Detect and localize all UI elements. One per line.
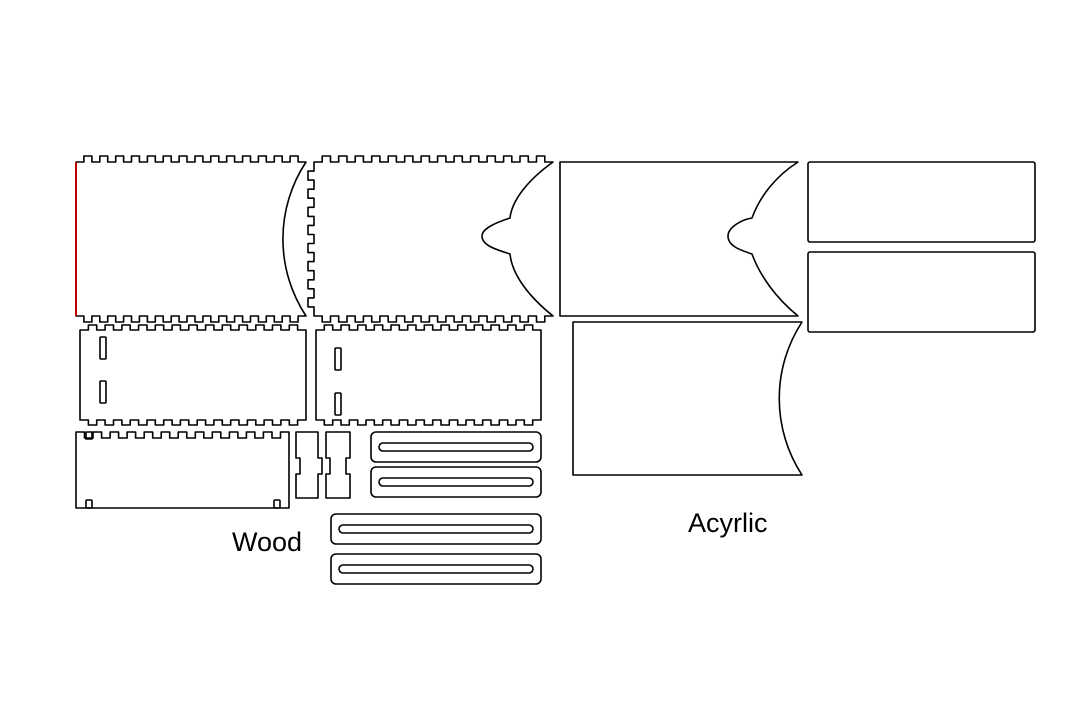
wood-base-panel-right [315, 324, 542, 426]
wood-parts [75, 155, 554, 585]
panel-slot [85, 431, 93, 440]
wood-side-panel-left [75, 155, 307, 323]
wood-clip-2 [325, 431, 351, 499]
wood-label: Wood [232, 527, 302, 557]
wood-slot-rails [330, 431, 542, 585]
wood-base-panel-left [79, 324, 307, 426]
acrylic-rect-top [807, 161, 1036, 243]
rail-slot [338, 564, 534, 574]
rail-slot [378, 442, 534, 452]
panel-slot [273, 499, 281, 509]
rail-outline [370, 466, 542, 498]
rail-outline [330, 553, 542, 585]
acrylic-label: Acyrlic [688, 508, 768, 538]
rail-outline [330, 513, 542, 545]
panel-slot [334, 392, 342, 416]
wood-panel-slots [85, 336, 342, 509]
panel-slot [99, 336, 107, 360]
acrylic-parts [559, 161, 1036, 476]
wood-bottom-panel [75, 431, 290, 509]
wood-clip-1 [295, 431, 323, 499]
wood-side-panel-right [307, 155, 554, 323]
acrylic-rect-bottom [807, 251, 1036, 333]
acrylic-panel-large-2 [572, 321, 803, 476]
rail-outline [370, 431, 542, 463]
panel-slot [85, 499, 93, 509]
rail-slot [338, 524, 534, 534]
panel-slot [99, 380, 107, 404]
rail-slot [378, 477, 534, 487]
panel-slot [334, 347, 342, 371]
acrylic-panel-large-1 [559, 161, 799, 317]
